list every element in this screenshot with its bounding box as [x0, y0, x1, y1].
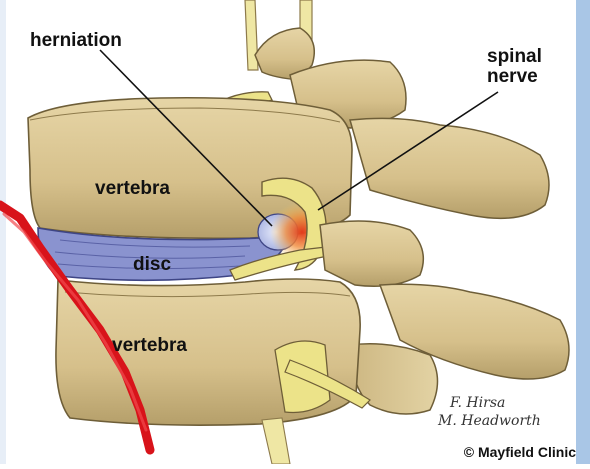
artist-signature-1: F. Hirsa — [450, 395, 505, 411]
vertebra-bottom-label: vertebra — [112, 335, 187, 357]
disc-label: disc — [133, 254, 171, 276]
transverse-process-upper — [350, 118, 549, 218]
copyright-credit: © Mayfield Clinic — [464, 444, 576, 460]
spinal-nerve-label-line-2: nerve — [487, 67, 538, 87]
spinal-nerve-label-line-1: spinal — [487, 47, 542, 67]
spinal-cord-bottom — [262, 418, 290, 464]
artist-signature-2: M. Headworth — [438, 413, 541, 429]
vertebra-top-label: vertebra — [95, 178, 170, 200]
left-border — [0, 0, 6, 464]
side-border — [576, 0, 590, 464]
herniation-label: herniation — [30, 30, 122, 52]
facet-lower — [320, 221, 423, 286]
